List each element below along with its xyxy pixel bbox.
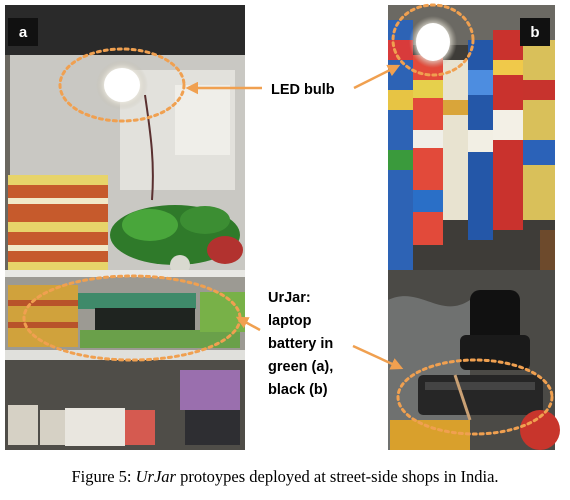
biscuit-stack (8, 175, 108, 270)
black-battery (418, 375, 543, 415)
green-battery (78, 293, 196, 309)
led-halo-a (58, 47, 186, 123)
arrow-led-b (353, 64, 401, 90)
caption-emphasis: UrJar (135, 467, 176, 486)
urjar-label-line-5: black (b) (268, 382, 328, 398)
urjar-label-line-1: UrJar: (268, 290, 311, 306)
urjar-label-line-4: green (a), (268, 359, 333, 375)
battery-halo-b (396, 358, 554, 436)
led-halo-b (391, 3, 475, 77)
panel-label-b: b (530, 24, 539, 41)
arrow-urjar-a (235, 316, 261, 332)
arrow-urjar-b (352, 344, 404, 370)
caption-prefix: Figure 5: (71, 467, 136, 486)
photo-b (388, 5, 560, 450)
caption-rest: protoypes deployed at street-side shops … (175, 467, 499, 486)
panel-label-a: a (19, 24, 28, 41)
urjar-label-line-3: battery in (268, 336, 333, 352)
urjar-label-line-2: laptop (268, 313, 312, 329)
photo-a (5, 5, 245, 450)
figure-caption: Figure 5: UrJar protoypes deployed at st… (0, 467, 570, 487)
led-bulb-label: LED bulb (271, 82, 335, 98)
